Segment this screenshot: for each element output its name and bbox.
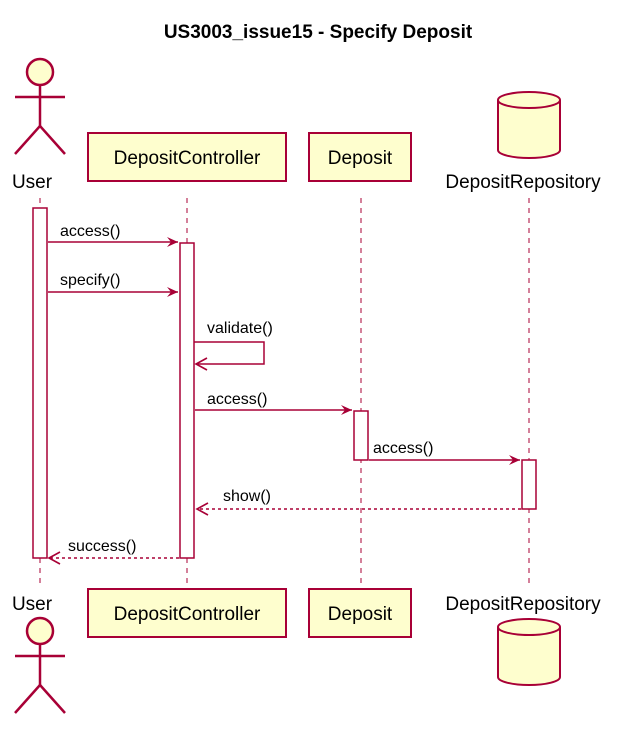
participant-box-controller-bottom — [87, 588, 287, 638]
message-label-2: specify() — [60, 272, 120, 289]
message-label-6: show() — [223, 488, 271, 505]
database-repository-top-icon — [497, 91, 561, 159]
participant-label-repository-top: DepositRepository — [445, 172, 601, 193]
participant-label-user-bottom: User — [12, 594, 53, 615]
message-label-7: success() — [68, 538, 136, 555]
participant-label-user-top: User — [12, 172, 53, 193]
activation-deposit — [353, 410, 369, 461]
participant-label-repository-bottom: DepositRepository — [445, 594, 601, 615]
participant-label-controller-bottom: DepositController — [114, 604, 261, 625]
message-label-5: access() — [373, 440, 433, 457]
database-repository-bottom-icon — [497, 618, 561, 686]
participant-box-deposit-top — [308, 132, 412, 182]
participant-box-controller-top — [87, 132, 287, 182]
activation-deposit-repository — [521, 459, 537, 510]
activation-user — [32, 207, 48, 559]
participant-box-deposit-bottom — [308, 588, 412, 638]
message-arrow-3 — [194, 341, 265, 371]
participant-label-deposit-top: Deposit — [328, 148, 393, 169]
participant-label-deposit-bottom: Deposit — [328, 604, 393, 625]
activation-deposit-controller — [179, 242, 195, 559]
message-label-4: access() — [207, 391, 267, 408]
participant-label-controller-top: DepositController — [114, 148, 261, 169]
message-label-1: access() — [60, 223, 120, 240]
actor-user-bottom-icon — [14, 616, 66, 714]
message-label-3: validate() — [207, 320, 273, 337]
actor-user-top-icon — [14, 57, 66, 155]
diagram-title: US3003_issue15 - Specify Deposit — [164, 22, 473, 43]
